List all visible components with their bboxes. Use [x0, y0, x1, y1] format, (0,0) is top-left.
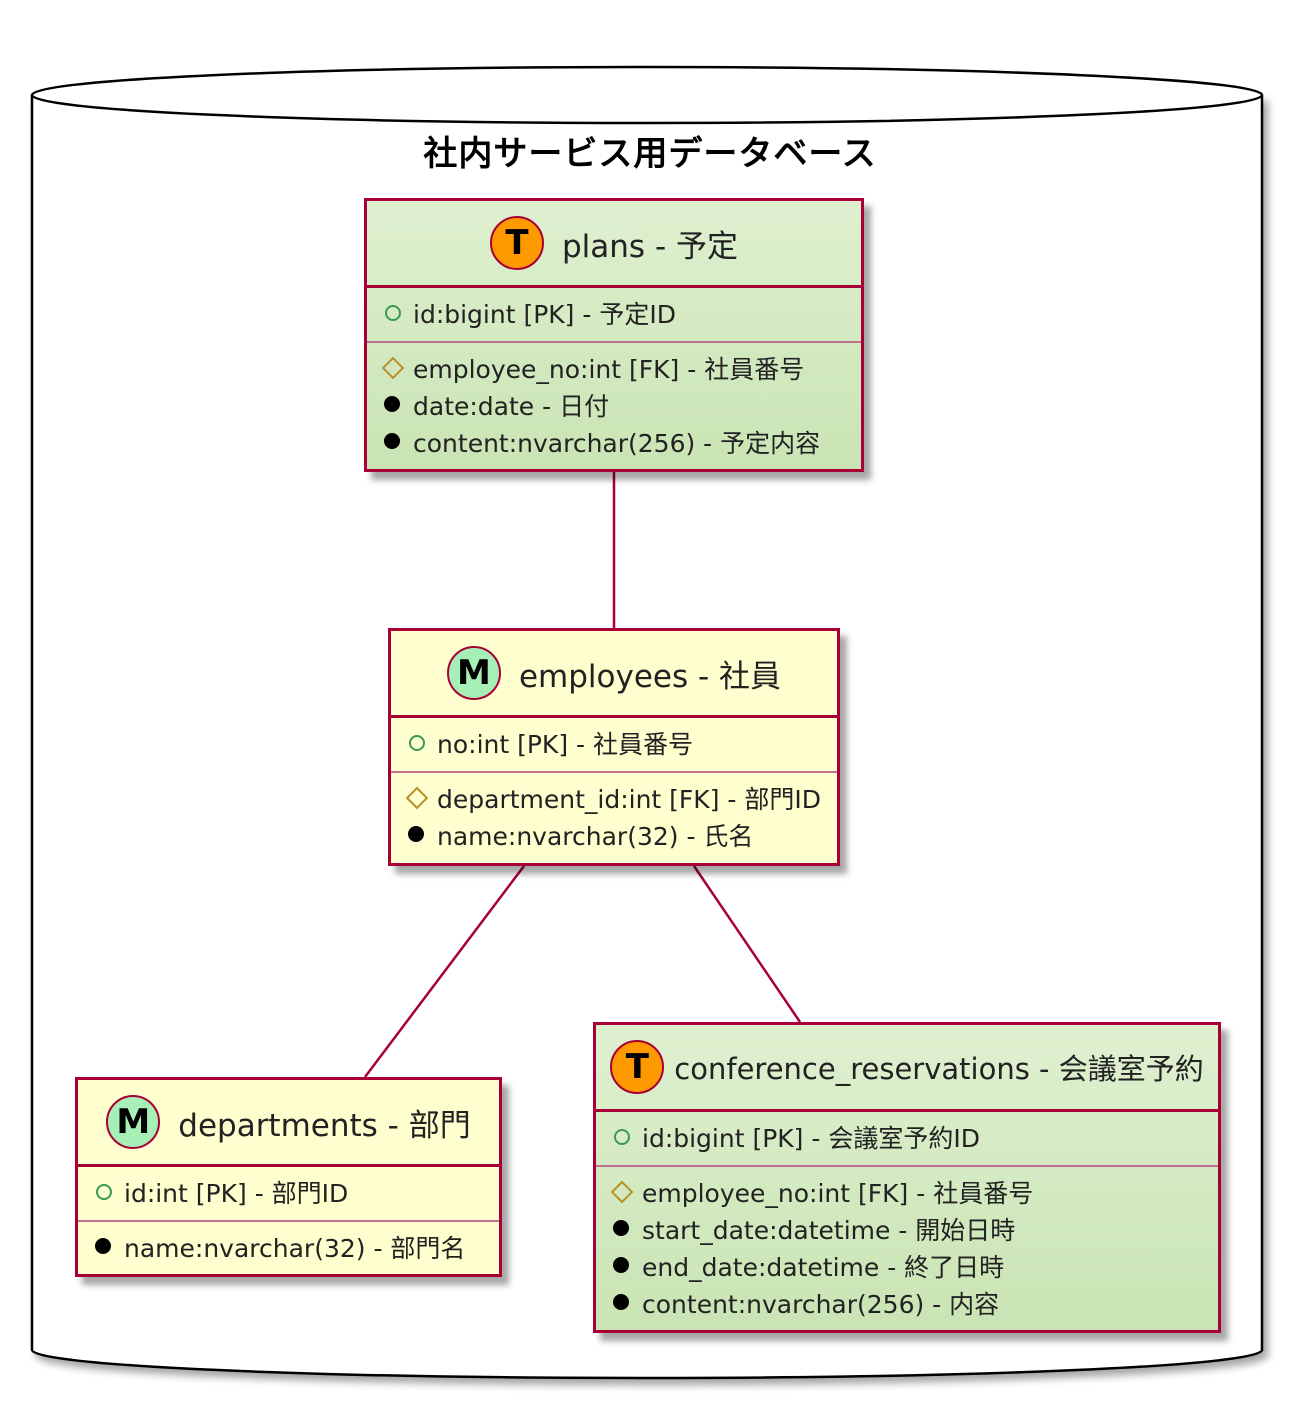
- field-row: start_date:datetime - 開始日時: [612, 1210, 1202, 1247]
- pk-section: no:int [PK] - 社員番号: [391, 718, 837, 773]
- field-row: name:nvarchar(32) - 氏名: [407, 816, 821, 853]
- primary-key-icon: [383, 303, 413, 323]
- field-row: department_id:int [FK] - 部門ID: [407, 779, 821, 816]
- field-row: content:nvarchar(256) - 内容: [612, 1284, 1202, 1321]
- field-row: employee_no:int [FK] - 社員番号: [612, 1173, 1202, 1210]
- entity-name: departments - 部門: [178, 1107, 471, 1144]
- field-label: name:nvarchar(32) - 氏名: [437, 821, 754, 851]
- field-row: employee_no:int [FK] - 社員番号: [383, 349, 845, 386]
- primary-key-icon: [94, 1182, 124, 1202]
- master-badge-icon: M: [446, 646, 501, 700]
- field-label: id:bigint [PK] - 会議室予約ID: [642, 1123, 980, 1153]
- field-label: employee_no:int [FK] - 社員番号: [413, 354, 805, 384]
- field-row: id:bigint [PK] - 会議室予約ID: [612, 1118, 1202, 1155]
- entity-conference-reservations[interactable]: T conference_reservations - 会議室予約 id:big…: [593, 1022, 1221, 1333]
- column-icon: [612, 1256, 642, 1276]
- foreign-key-icon: [407, 788, 437, 808]
- column-icon: [383, 432, 413, 452]
- field-label: date:date - 日付: [413, 391, 610, 421]
- field-label: content:nvarchar(256) - 内容: [642, 1289, 1000, 1319]
- entity-header: M employees - 社員: [391, 631, 837, 718]
- fields-section: employee_no:int [FK] - 社員番号 start_date:d…: [596, 1167, 1218, 1327]
- fields-section: employee_no:int [FK] - 社員番号 date:date - …: [367, 343, 861, 466]
- field-label: id:bigint [PK] - 予定ID: [413, 299, 676, 329]
- field-row: id:int [PK] - 部門ID: [94, 1173, 483, 1210]
- column-icon: [612, 1219, 642, 1239]
- field-row: date:date - 日付: [383, 386, 845, 423]
- relation-employees-conference-reservations: [692, 865, 802, 1023]
- pk-section: id:int [PK] - 部門ID: [78, 1167, 499, 1222]
- foreign-key-icon: [612, 1182, 642, 1202]
- table-badge-icon: T: [490, 216, 544, 270]
- entity-header: T conference_reservations - 会議室予約: [596, 1025, 1218, 1112]
- entity-name: plans - 予定: [562, 228, 738, 265]
- table-badge-icon: T: [610, 1040, 665, 1094]
- fields-section: name:nvarchar(32) - 部門名: [78, 1222, 499, 1271]
- field-label: name:nvarchar(32) - 部門名: [124, 1233, 466, 1263]
- pk-section: id:bigint [PK] - 予定ID: [367, 288, 861, 343]
- column-icon: [612, 1293, 642, 1313]
- primary-key-icon: [407, 733, 437, 753]
- field-label: employee_no:int [FK] - 社員番号: [642, 1178, 1034, 1208]
- entity-name: employees - 社員: [518, 658, 782, 695]
- field-label: department_id:int [FK] - 部門ID: [437, 784, 821, 814]
- field-label: start_date:datetime - 開始日時: [642, 1215, 1016, 1245]
- field-label: end_date:datetime - 終了日時: [642, 1252, 1005, 1282]
- column-icon: [94, 1237, 124, 1257]
- entity-departments[interactable]: M departments - 部門 id:int [PK] - 部門ID na…: [75, 1077, 502, 1277]
- primary-key-icon: [612, 1127, 642, 1147]
- fields-section: department_id:int [FK] - 部門ID name:nvarc…: [391, 773, 837, 859]
- pk-section: id:bigint [PK] - 会議室予約ID: [596, 1112, 1218, 1167]
- foreign-key-icon: [383, 358, 413, 378]
- database-title: 社内サービス用データベース: [423, 134, 877, 174]
- entity-header: M departments - 部門: [78, 1080, 499, 1167]
- field-row: id:bigint [PK] - 予定ID: [383, 294, 845, 331]
- relation-employees-departments: [364, 865, 525, 1078]
- master-badge-icon: M: [106, 1095, 161, 1149]
- field-label: no:int [PK] - 社員番号: [437, 729, 693, 759]
- field-row: content:nvarchar(256) - 予定内容: [383, 423, 845, 460]
- entity-name: conference_reservations - 会議室予約: [674, 1052, 1204, 1086]
- field-row: end_date:datetime - 終了日時: [612, 1247, 1202, 1284]
- field-row: no:int [PK] - 社員番号: [407, 724, 821, 761]
- field-label: content:nvarchar(256) - 予定内容: [413, 428, 821, 458]
- column-icon: [407, 825, 437, 845]
- entity-plans[interactable]: T plans - 予定 id:bigint [PK] - 予定ID emplo…: [364, 198, 864, 472]
- entity-header: T plans - 予定: [367, 201, 861, 288]
- field-row: name:nvarchar(32) - 部門名: [94, 1228, 483, 1265]
- field-label: id:int [PK] - 部門ID: [124, 1178, 349, 1208]
- entity-employees[interactable]: M employees - 社員 no:int [PK] - 社員番号 depa…: [388, 628, 840, 866]
- column-icon: [383, 395, 413, 415]
